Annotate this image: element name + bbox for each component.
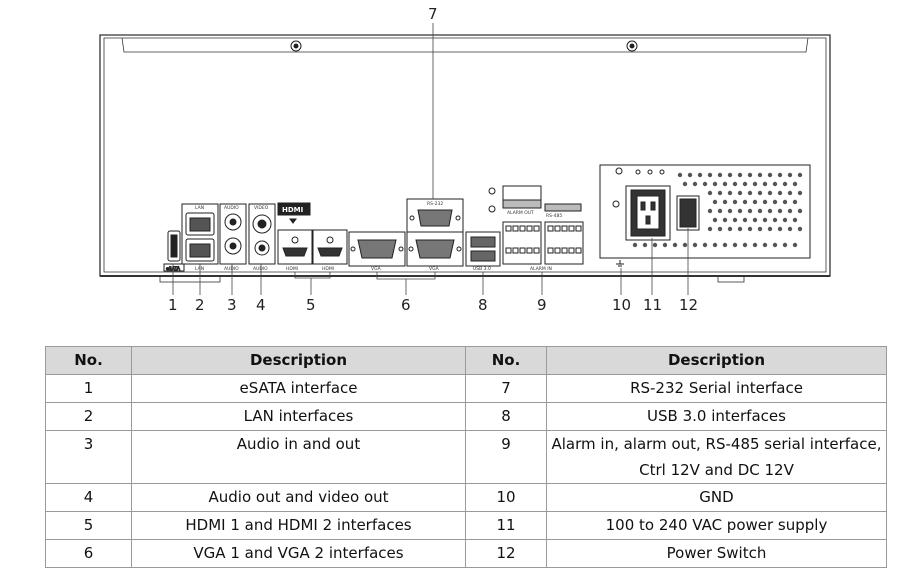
callout-lines <box>172 23 689 295</box>
hdmi-logo: HDMI <box>282 206 303 214</box>
audio-top-label: AUDIO <box>224 205 239 211</box>
callout-3: 3 <box>227 296 237 314</box>
cell-no: 2 <box>45 402 132 431</box>
audio-bottom-label: AUDIO <box>224 266 239 272</box>
cell-description: RS-232 Serial interface <box>546 374 887 403</box>
callout-5: 5 <box>306 296 316 314</box>
table-row: 1 eSATA interface 7 RS-232 Serial interf… <box>45 374 887 403</box>
header-no-1: No. <box>45 346 132 375</box>
cell-description: Power Switch <box>546 539 887 568</box>
cell-no: 10 <box>465 483 547 512</box>
table-row: 5 HDMI 1 and HDMI 2 interfaces 11 100 to… <box>45 511 887 540</box>
chassis <box>99 34 831 283</box>
callout-10: 10 <box>612 296 631 314</box>
cell-description: GND <box>546 483 887 512</box>
header-description-1: Description <box>131 346 466 375</box>
callout-11: 11 <box>643 296 662 314</box>
cell-description: Alarm in, alarm out, RS-485 serial inter… <box>546 430 887 484</box>
callout-12: 12 <box>679 296 698 314</box>
cell-no: 3 <box>45 430 132 484</box>
hdmi-ports: HDMI HDMI HDMI <box>277 202 348 272</box>
cell-no: 1 <box>45 374 132 403</box>
cell-no: 7 <box>465 374 547 403</box>
top-screws <box>290 40 638 52</box>
cell-no: 4 <box>45 483 132 512</box>
alarm-terminals: ALARM OUT RS-485 ALARM IN <box>488 185 584 272</box>
lan-top-label: LAN <box>195 205 204 211</box>
cell-description: LAN interfaces <box>131 402 466 431</box>
usb-label: USB 3.0 <box>473 266 491 272</box>
cell-no: 11 <box>465 511 547 540</box>
alarm-in-label: ALARM IN <box>530 266 552 272</box>
hdmi1-label: HDMI <box>286 266 298 272</box>
audio-bottom2-label: AUDIO <box>253 266 268 272</box>
rear-panel-diagram: eSATA LAN LAN AUDIO AUDIO VIDEO AUDIO HD… <box>99 5 831 314</box>
header-description-2: Description <box>546 346 887 375</box>
lan-ports: LAN LAN <box>181 203 219 272</box>
callout-numbers: 1 2 3 4 5 6 7 8 9 10 11 12 <box>168 5 698 314</box>
rs232-port: RS-232 <box>406 198 464 233</box>
video-label: VIDEO <box>254 205 269 211</box>
cell-description: USB 3.0 interfaces <box>546 402 887 431</box>
callout-9: 9 <box>537 296 547 314</box>
vga-ports: VGA VGA <box>348 231 464 272</box>
callout-1: 1 <box>168 296 178 314</box>
table-row: 4 Audio out and video out 10 GND <box>45 483 887 512</box>
rs232-label: RS-232 <box>427 201 443 207</box>
cell-no: 8 <box>465 402 547 431</box>
esata-label: eSATA <box>166 266 181 272</box>
callout-8: 8 <box>478 296 488 314</box>
callout-7: 7 <box>428 5 438 23</box>
cell-description: Audio out and video out <box>131 483 466 512</box>
lan-bottom-label: LAN <box>195 266 204 272</box>
alarm-out-label: ALARM OUT <box>507 210 534 216</box>
table-row: 3 Audio in and out 9 Alarm in, alarm out… <box>45 430 887 484</box>
esata-port: eSATA <box>163 230 185 273</box>
ground-symbol <box>616 260 624 267</box>
audio-ports: AUDIO AUDIO <box>219 203 247 272</box>
cell-no: 6 <box>45 539 132 568</box>
vga2-label: VGA <box>429 266 440 272</box>
cell-description-line-2: Ctrl 12V and DC 12V <box>639 461 794 479</box>
interface-table: No. Description No. Description 1 eSATA … <box>45 346 887 568</box>
cell-description: 100 to 240 VAC power supply <box>546 511 887 540</box>
table-row: 2 LAN interfaces 8 USB 3.0 interfaces <box>45 402 887 431</box>
cell-description: HDMI 1 and HDMI 2 interfaces <box>131 511 466 540</box>
callout-6: 6 <box>401 296 411 314</box>
cell-no: 5 <box>45 511 132 540</box>
rs485-label: RS-485 <box>546 213 562 219</box>
cell-description-line-1: Alarm in, alarm out, RS-485 serial inter… <box>551 435 882 453</box>
vga1-label: VGA <box>371 266 382 272</box>
cell-description: Audio in and out <box>131 430 466 484</box>
cell-no: 12 <box>465 539 547 568</box>
vent-grille <box>632 172 803 248</box>
cell-description: VGA 1 and VGA 2 interfaces <box>131 539 466 568</box>
power-module <box>599 164 811 259</box>
usb-ports: USB 3.0 <box>465 231 501 272</box>
cell-description: eSATA interface <box>131 374 466 403</box>
header-no-2: No. <box>465 346 547 375</box>
callout-4: 4 <box>256 296 266 314</box>
video-audio-ports: VIDEO AUDIO <box>248 203 276 272</box>
callout-2: 2 <box>195 296 205 314</box>
hdmi2-label: HDMI <box>322 266 334 272</box>
cell-no: 9 <box>465 430 547 484</box>
table-header-row: No. Description No. Description <box>45 346 887 375</box>
table-row: 6 VGA 1 and VGA 2 interfaces 12 Power Sw… <box>45 539 887 568</box>
